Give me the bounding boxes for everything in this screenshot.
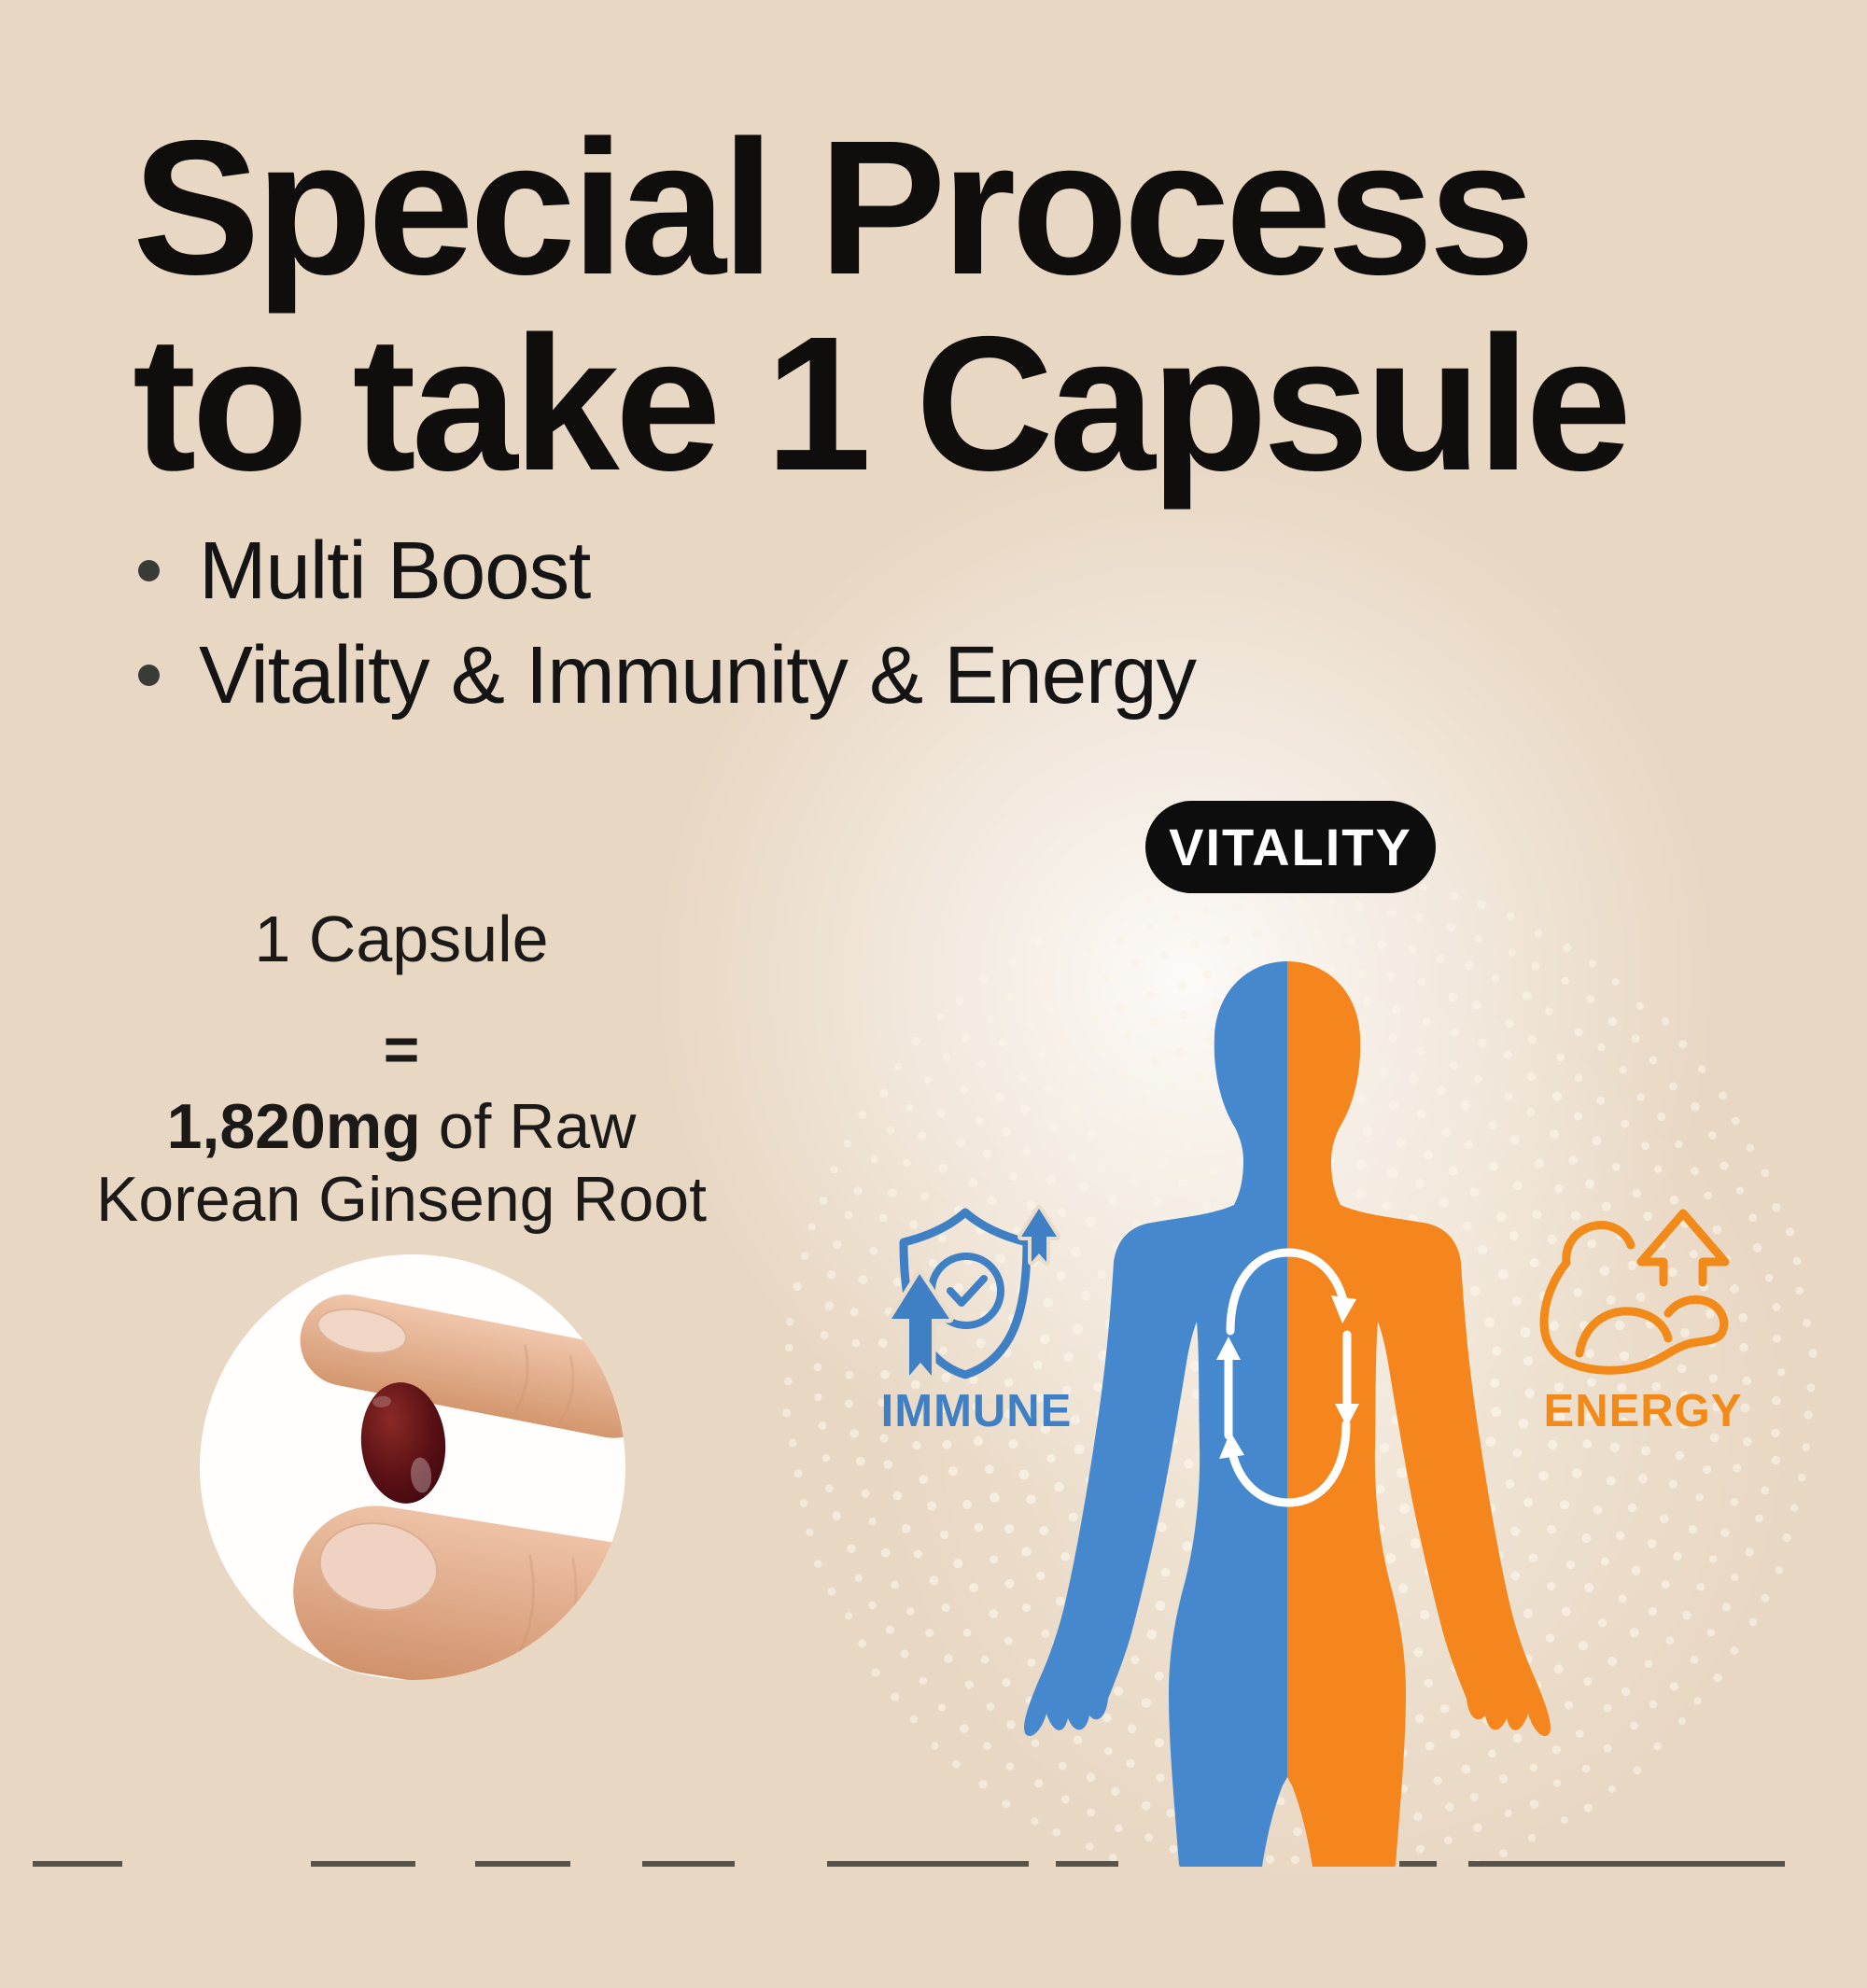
bullet-dot-icon bbox=[138, 665, 160, 686]
title-line-1: Special Process bbox=[133, 101, 1536, 315]
finger-top bbox=[300, 1295, 625, 1438]
thumb-bottom bbox=[293, 1505, 625, 1680]
list-item: Multi Boost bbox=[133, 519, 1533, 623]
body-right-orange bbox=[1287, 961, 1551, 1867]
immune-label: IMMUNE bbox=[880, 1386, 1073, 1436]
body-left-blue bbox=[1024, 961, 1287, 1867]
equivalence-capsule-count: 1 Capsule bbox=[254, 903, 549, 975]
arrow-up-icon-small bbox=[1018, 1205, 1060, 1266]
bottom-cropped-elements bbox=[33, 1861, 1785, 1867]
shield-check-icon bbox=[887, 1205, 1060, 1380]
page-title: Special Process to take 1 Capsule bbox=[133, 110, 1766, 502]
bullet-dot-icon bbox=[138, 560, 160, 581]
feature-bullet-list: Multi Boost Vitality & Immunity & Energy bbox=[133, 519, 1533, 728]
infographic-artwork bbox=[33, 961, 1785, 1867]
equals-sign: = bbox=[383, 1015, 420, 1084]
list-item: Vitality & Immunity & Energy bbox=[133, 623, 1533, 728]
arrow-up-outline-icon bbox=[1636, 1209, 1730, 1287]
amount-value: 1,820mg bbox=[166, 1091, 421, 1162]
arrow-up-icon-large bbox=[887, 1269, 954, 1380]
capsule-image bbox=[360, 1382, 446, 1504]
title-line-2: to take 1 Capsule bbox=[133, 297, 1632, 511]
equivalence-source: Korean Ginseng Root bbox=[96, 1164, 707, 1235]
amount-unit-text: of Raw bbox=[420, 1091, 637, 1162]
vitality-badge: VITALITY bbox=[1145, 801, 1436, 893]
cycle-arrows-icon bbox=[1216, 1248, 1359, 1507]
equivalence-amount: 1,820mg of Raw bbox=[75, 1090, 728, 1163]
body-silhouette bbox=[1024, 961, 1551, 1867]
bicep-icon bbox=[1539, 1209, 1730, 1375]
vitality-badge-label: VITALITY bbox=[1169, 818, 1412, 876]
energy-label: ENERGY bbox=[1543, 1386, 1743, 1436]
capsule-photo bbox=[200, 1254, 625, 1680]
